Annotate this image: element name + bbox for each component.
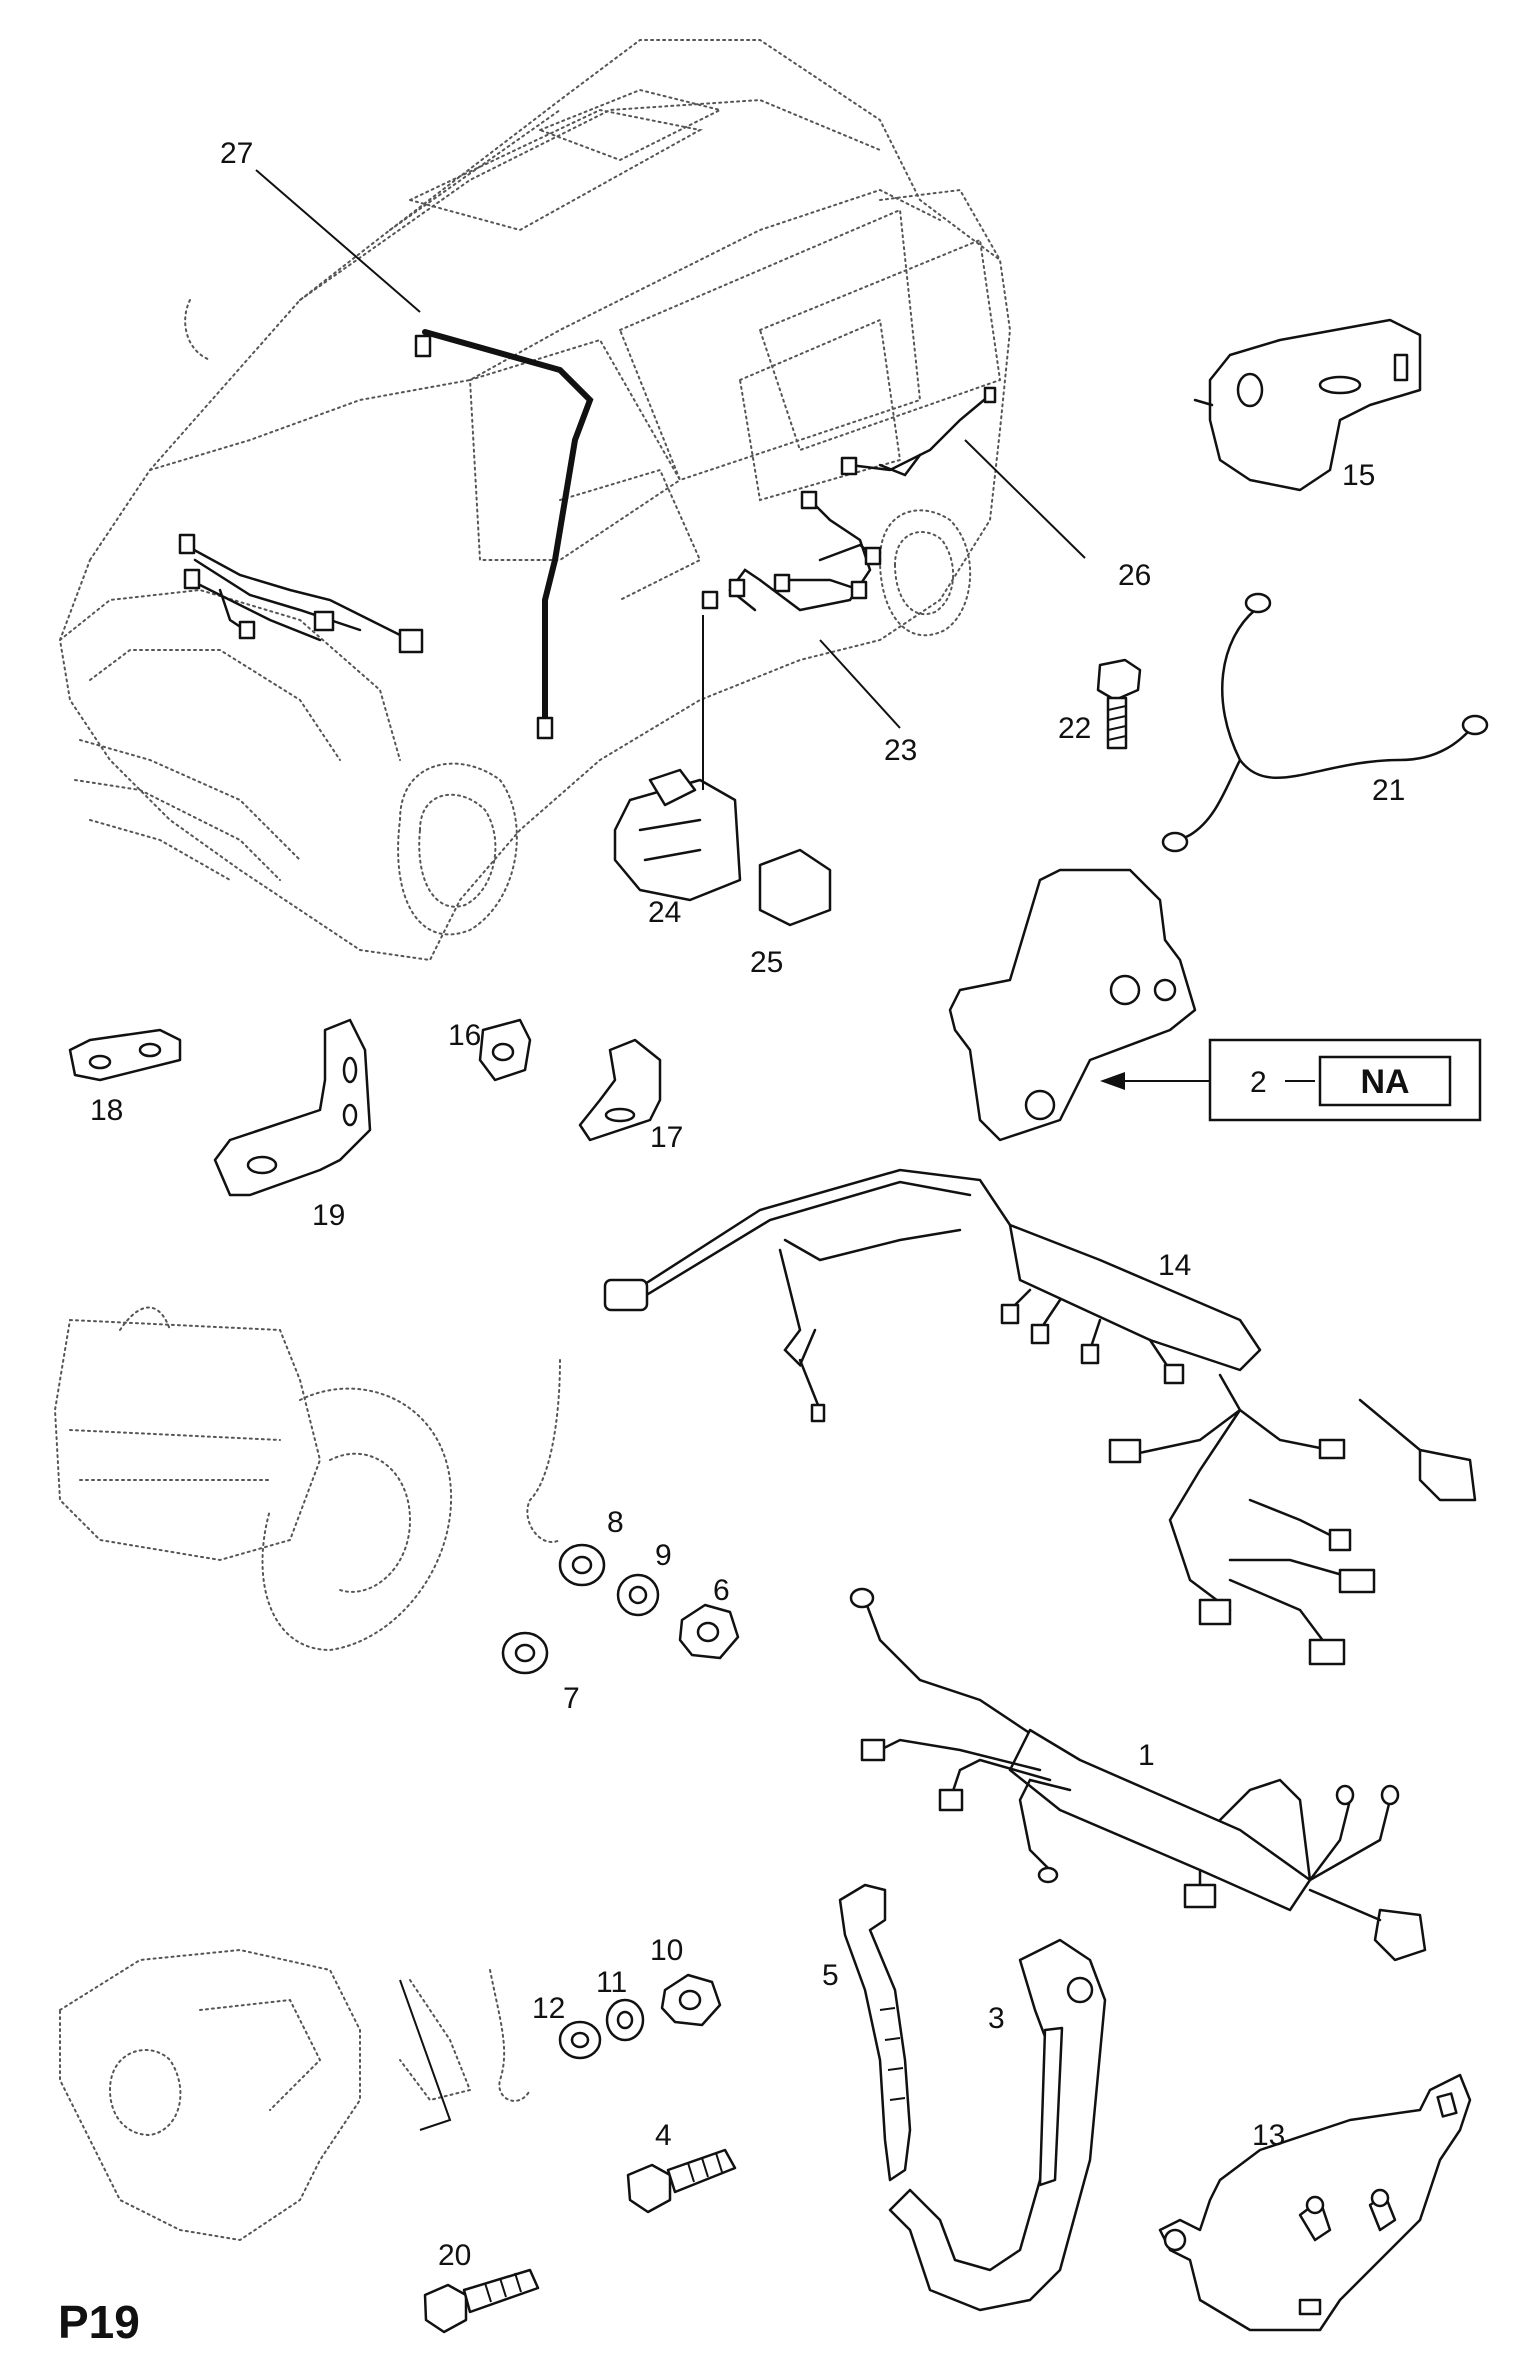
part-label-26: 26 bbox=[1118, 559, 1151, 592]
na-ref: 2 bbox=[1250, 1066, 1267, 1099]
part-labels: 27 15 26 23 22 21 24 25 18 16 19 17 14 8… bbox=[90, 137, 1405, 2272]
part-label-8: 8 bbox=[607, 1506, 624, 1539]
part-label-17: 17 bbox=[650, 1121, 683, 1154]
bolt-22 bbox=[1096, 658, 1142, 750]
part-label-27: 27 bbox=[220, 137, 253, 170]
harness-26 bbox=[840, 386, 997, 477]
part-label-6: 6 bbox=[713, 1574, 730, 1607]
bracket-18 bbox=[68, 1028, 182, 1082]
na-callout: 2 NA bbox=[1100, 1038, 1482, 1122]
connector-icon bbox=[414, 334, 432, 358]
bracket-15 bbox=[1193, 318, 1422, 492]
part-label-23: 23 bbox=[884, 734, 917, 767]
na-text: NA bbox=[1360, 1063, 1409, 1101]
part-label-19: 19 bbox=[312, 1199, 345, 1232]
bracket-16 bbox=[478, 1018, 532, 1082]
part-label-24: 24 bbox=[648, 896, 681, 929]
bracket-3 bbox=[888, 1938, 1107, 2312]
bracket-17 bbox=[578, 1038, 662, 1142]
vehicle-outline bbox=[58, 39, 1012, 962]
leader-lines bbox=[255, 169, 1086, 790]
alternator-outline bbox=[53, 1306, 561, 1652]
bolt-20 bbox=[423, 2268, 540, 2334]
part-label-4: 4 bbox=[655, 2119, 672, 2152]
part-label-11: 11 bbox=[596, 1966, 627, 1999]
relay-25 bbox=[758, 848, 832, 927]
part-label-21: 21 bbox=[1372, 774, 1405, 807]
starter-outline bbox=[59, 1948, 531, 2242]
bolt-4 bbox=[626, 2148, 737, 2214]
part-label-18: 18 bbox=[90, 1094, 123, 1127]
part-label-25: 25 bbox=[750, 946, 783, 979]
lock-washer-11 bbox=[605, 1998, 645, 2042]
harness-23 bbox=[701, 490, 882, 612]
washer-8 bbox=[558, 1543, 606, 1587]
part-label-15: 15 bbox=[1342, 459, 1375, 492]
part-label-10: 10 bbox=[650, 1934, 683, 1967]
part-label-22: 22 bbox=[1058, 712, 1091, 745]
bracket-13 bbox=[1158, 2073, 1472, 2332]
part-label-13: 13 bbox=[1252, 2119, 1285, 2152]
cable-tie-5 bbox=[838, 1883, 912, 2182]
part-label-7: 7 bbox=[563, 1682, 580, 1715]
washer-12 bbox=[558, 2020, 602, 2060]
bracket-2 bbox=[948, 868, 1197, 1142]
ground-strap-21 bbox=[1161, 592, 1489, 853]
relay-24 bbox=[613, 768, 742, 902]
harness-14 bbox=[603, 1168, 1477, 1666]
page-code: P19 bbox=[58, 2296, 140, 2348]
part-label-9: 9 bbox=[655, 1539, 672, 1572]
part-label-3: 3 bbox=[988, 2002, 1005, 2035]
part-label-16: 16 bbox=[448, 1019, 481, 1052]
part-label-5: 5 bbox=[822, 1959, 839, 1992]
harness-27 bbox=[178, 329, 594, 740]
part-label-1: 1 bbox=[1138, 1739, 1155, 1772]
part-label-14: 14 bbox=[1158, 1249, 1191, 1282]
harness-1 bbox=[849, 1587, 1427, 1962]
part-label-12: 12 bbox=[532, 1992, 565, 2025]
bracket-19 bbox=[213, 1018, 372, 1197]
nut-6 bbox=[678, 1603, 740, 1660]
part-label-20: 20 bbox=[438, 2239, 471, 2272]
washer-7 bbox=[501, 1631, 549, 1675]
nut-10 bbox=[660, 1973, 722, 2027]
lock-washer-9 bbox=[616, 1573, 660, 1617]
connector-icon bbox=[536, 716, 554, 740]
